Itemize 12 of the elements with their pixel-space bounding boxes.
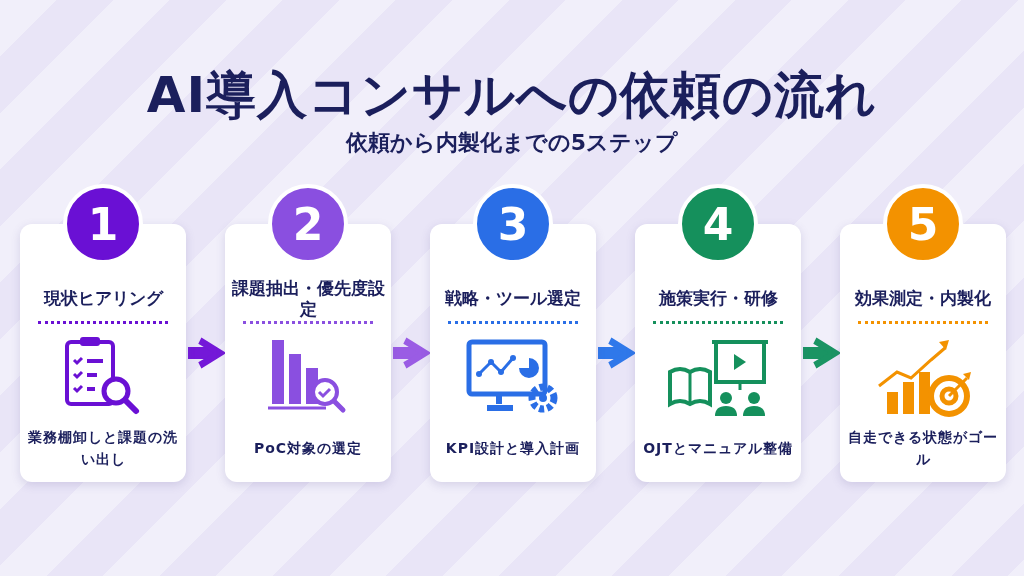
step-description: 業務棚卸しと課題の洗い出し: [27, 428, 179, 469]
step-heading: 戦略・ツール選定: [444, 287, 582, 311]
step-description: PoC対象の選定: [252, 439, 364, 459]
title: AI導入コンサルへの依頼の流れ: [145, 65, 879, 126]
step-description: 自走できる状態がゴール: [847, 428, 999, 469]
step-heading: 効果測定・内製化: [854, 287, 992, 311]
subtitle: 依頼から内製化までの5ステップ: [344, 129, 680, 157]
step-heading: 施策実行・研修: [657, 287, 779, 311]
step-heading: 課題抽出・優先度設定: [230, 276, 386, 321]
step-description: KPI設計と導入計画: [444, 439, 582, 459]
step-description: OJTとマニュアル整備: [642, 439, 794, 459]
step-heading: 現状ヒアリング: [42, 287, 165, 311]
